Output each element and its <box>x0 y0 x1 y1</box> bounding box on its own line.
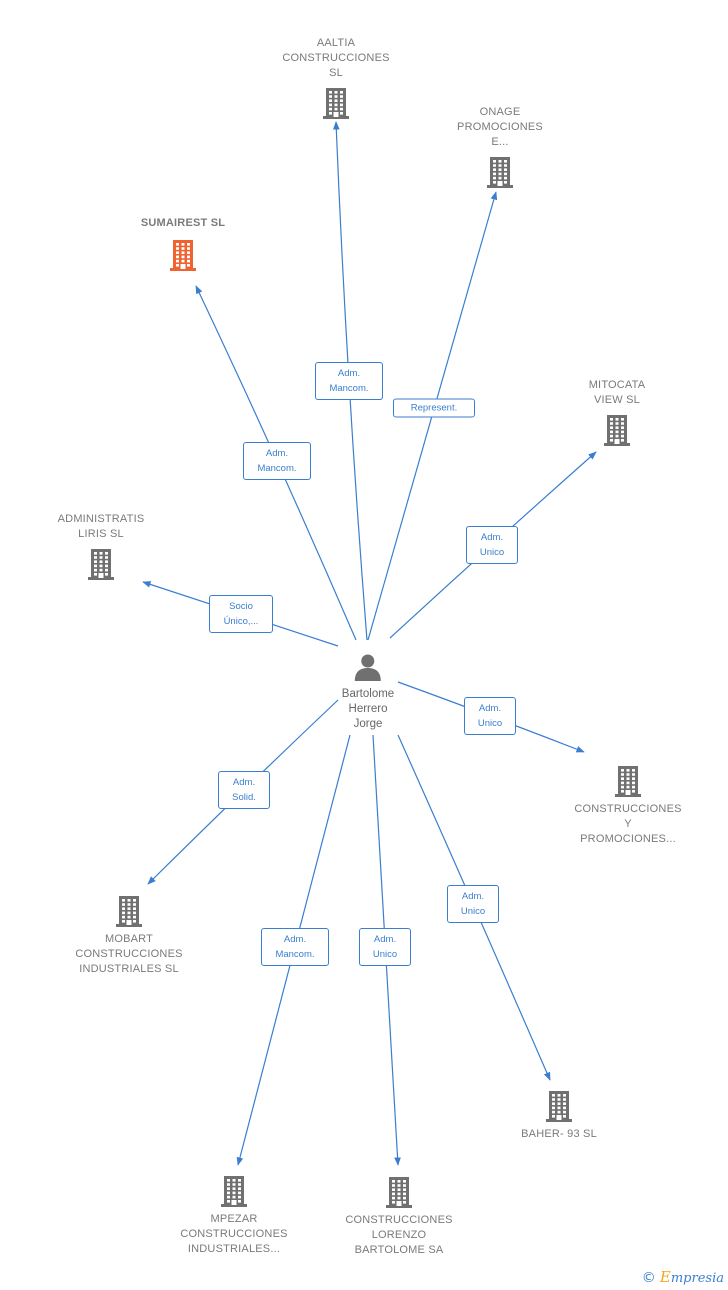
edge-label-line: Solid. <box>232 792 256 803</box>
edge-label-line: Adm. <box>232 777 256 788</box>
company-node-mobart[interactable] <box>112 894 146 928</box>
company-label-line: Y <box>624 818 632 830</box>
edge-label-onage[interactable]: Represent. <box>393 398 475 418</box>
company-label-line: PROMOCIONES... <box>580 833 676 845</box>
edge-label-aaltia[interactable]: Adm. Mancom. <box>315 362 383 400</box>
edge-label-line: Unico <box>479 547 505 558</box>
company-label-line: SUMAIREST SL <box>140 217 226 229</box>
company-label-line: CONSTRUCCIONES <box>180 1228 288 1240</box>
edge-label-baher[interactable]: Adm. Unico <box>447 885 499 923</box>
company-label-line: CONSTRUCCIONES <box>574 803 682 815</box>
company-label-line: PROMOCIONES <box>457 121 543 133</box>
edge-label-line: Adm. <box>265 448 289 459</box>
edge-label-lorenzo[interactable]: Adm. Unico <box>359 928 411 966</box>
building-icon <box>170 240 196 271</box>
company-label-baher[interactable]: BAHER- 93 SL <box>521 1127 597 1142</box>
building-icon <box>604 415 630 446</box>
building-icon <box>88 549 114 580</box>
company-label-sumairest[interactable]: SUMAIREST SL <box>141 216 225 231</box>
company-label-line: MPEZAR <box>210 1213 258 1225</box>
company-label-mpezar[interactable]: MPEZAR CONSTRUCCIONES INDUSTRIALES... <box>180 1212 287 1257</box>
company-label-line: MOBART <box>104 933 154 945</box>
company-node-administratis[interactable] <box>84 547 118 581</box>
brand-logo[interactable]: © Empresia <box>641 1268 724 1286</box>
company-node-lorenzo[interactable] <box>382 1175 416 1209</box>
edge-label-line: Mancom. <box>257 463 297 474</box>
company-label-line: ONAGE <box>479 106 521 118</box>
company-label-line: BAHER- 93 SL <box>521 1128 597 1140</box>
edge-label-line: Unico <box>372 949 398 960</box>
person-icon <box>354 654 381 681</box>
company-label-lorenzo[interactable]: CONSTRUCCIONES LORENZO BARTOLOME SA <box>345 1213 452 1258</box>
company-node-aaltia[interactable] <box>319 86 353 120</box>
edge-label-construcciones-y[interactable]: Adm. Unico <box>464 697 516 735</box>
building-icon <box>487 157 513 188</box>
edge-label-mobart[interactable]: Adm. Solid. <box>218 771 270 809</box>
edge-label-line: Adm. <box>461 891 485 902</box>
company-node-construcciones-y[interactable] <box>611 764 645 798</box>
edge-label-line: Socio <box>229 601 253 612</box>
edge-label-line: Adm. <box>373 934 397 945</box>
company-label-line: AALTIA <box>316 37 356 49</box>
edge-label-line: Adm. <box>480 532 504 543</box>
company-label-line: LORENZO <box>371 1229 427 1241</box>
company-label-administratis[interactable]: ADMINISTRATIS LIRIS SL <box>58 512 145 542</box>
edge-label-line: Único,... <box>223 616 259 627</box>
edge-label-sumairest[interactable]: Adm. Mancom. <box>243 442 311 480</box>
company-label-line: MITOCATA <box>588 379 646 391</box>
edge-label-line: Mancom. <box>329 383 369 394</box>
company-label-onage[interactable]: ONAGE PROMOCIONES E... <box>457 105 543 150</box>
edge-label-mpezar[interactable]: Adm. Mancom. <box>261 928 329 966</box>
company-node-mpezar[interactable] <box>217 1174 251 1208</box>
company-label-construcciones-y[interactable]: CONSTRUCCIONES Y PROMOCIONES... <box>574 802 681 847</box>
edge-label-mitocata[interactable]: Adm. Unico <box>466 526 518 564</box>
company-node-baher[interactable] <box>542 1089 576 1123</box>
edge-label-line: Adm. <box>337 368 361 379</box>
building-icon <box>323 88 349 119</box>
copyright-icon: © <box>641 1270 656 1286</box>
company-label-line: VIEW SL <box>593 394 641 406</box>
company-label-line: BARTOLOME SA <box>354 1244 444 1256</box>
edge-label-line: Mancom. <box>275 949 315 960</box>
company-label-mobart[interactable]: MOBART CONSTRUCCIONES INDUSTRIALES SL <box>75 932 182 977</box>
edge-label-line: Represent. <box>410 402 458 414</box>
company-label-line: E... <box>491 136 509 148</box>
edge-label-line: Unico <box>460 906 486 917</box>
company-label-aaltia[interactable]: AALTIA CONSTRUCCIONES SL <box>282 36 389 81</box>
building-icon <box>615 766 641 797</box>
building-icon <box>116 896 142 927</box>
company-label-line: CONSTRUCCIONES <box>75 948 183 960</box>
company-label-line: INDUSTRIALES... <box>187 1243 281 1255</box>
person-node[interactable]: Bartolome Herrero Jorge <box>342 652 394 732</box>
company-label-line: LIRIS SL <box>78 528 124 540</box>
company-node-sumairest[interactable] <box>166 238 200 272</box>
company-label-line: INDUSTRIALES SL <box>79 963 179 975</box>
company-label-line: CONSTRUCCIONES <box>345 1214 453 1226</box>
building-icon <box>546 1091 572 1122</box>
person-name: Bartolome Herrero Jorge <box>341 688 395 730</box>
company-label-line: CONSTRUCCIONES <box>282 52 390 64</box>
company-label-line: ADMINISTRATIS <box>57 513 145 525</box>
building-icon <box>386 1177 412 1208</box>
edge-label-line: Adm. <box>283 934 307 945</box>
company-node-mitocata[interactable] <box>600 413 634 447</box>
edge-label-line: Adm. <box>478 703 502 714</box>
edge-label-line: Unico <box>477 718 503 729</box>
company-label-mitocata[interactable]: MITOCATA VIEW SL <box>589 378 646 408</box>
building-icon <box>221 1176 247 1207</box>
company-node-onage[interactable] <box>483 155 517 189</box>
company-label-line: SL <box>329 67 343 79</box>
